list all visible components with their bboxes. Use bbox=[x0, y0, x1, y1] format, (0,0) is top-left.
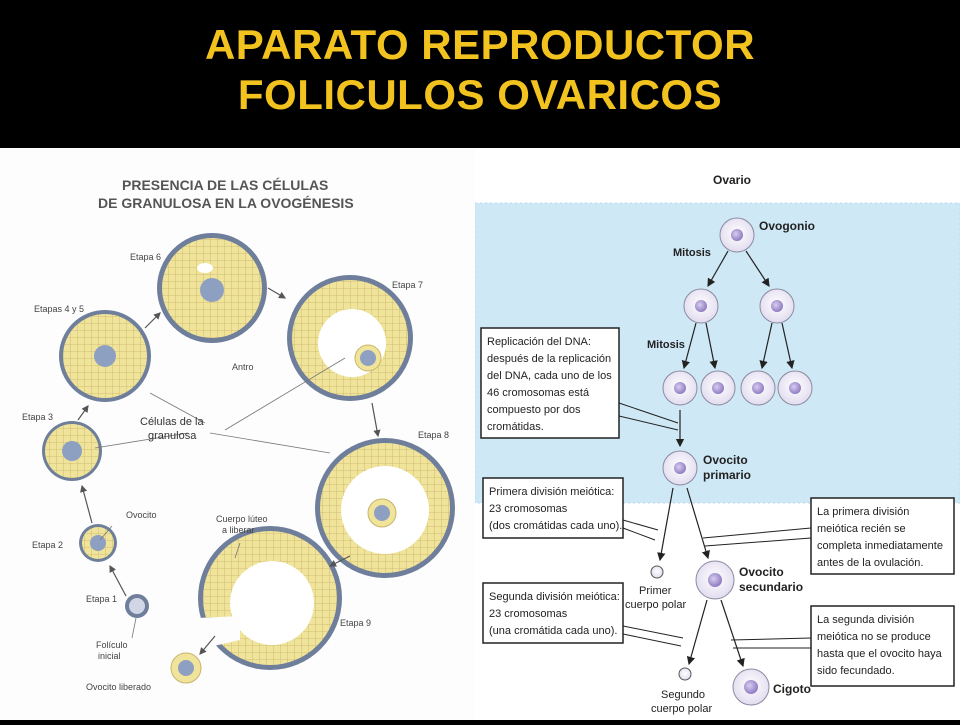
ovocito-primario-cell bbox=[662, 450, 698, 486]
stage-arrows bbox=[77, 287, 381, 655]
label-ovocito: Ovocito bbox=[126, 510, 157, 520]
released-oocyte bbox=[170, 652, 202, 684]
callout-segunda-no-line-4: sido fecundado. bbox=[817, 665, 895, 677]
follicle-stage-8 bbox=[315, 438, 455, 578]
callout-primera-line-3: (dos cromátidas cada uno). bbox=[489, 520, 622, 532]
label-ovocito-liberado: Ovocito liberado bbox=[86, 682, 151, 692]
follicle-stage-6 bbox=[157, 233, 267, 343]
callout-replicacion-line-4: 46 cromosomas está bbox=[487, 387, 590, 399]
label-celulas-line-1: Células de la bbox=[140, 416, 204, 428]
label-foliculo-line-1: Folículo bbox=[96, 640, 128, 650]
division-arrows bbox=[657, 250, 795, 668]
callout-segunda-line-1: Segunda división meiótica: bbox=[489, 591, 620, 603]
label-mitosis-2: Mitosis bbox=[647, 339, 685, 351]
label-primer-cuerpo-line-1: Primer bbox=[639, 585, 672, 597]
callout-segunda-no-line-2: meiótica no se produce bbox=[817, 631, 931, 643]
callout-primera-line-2: 23 cromosomas bbox=[489, 503, 568, 515]
follicle-stage-3 bbox=[42, 421, 102, 481]
ovogonio-cell bbox=[719, 217, 755, 253]
callout-primera-completa-line-1: La primera división bbox=[817, 506, 909, 518]
slide-title: APARATO REPRODUCTOR FOLICULOS OVARICOS bbox=[0, 20, 960, 120]
label-etapa-1: Etapa 1 bbox=[86, 594, 117, 604]
mitosis-cell bbox=[683, 288, 719, 324]
callout-replicacion-line-3: del DNA, cada uno de los bbox=[487, 370, 612, 382]
callout-segunda-line-3: (una cromátida cada uno). bbox=[489, 625, 617, 637]
granulosa-diagram: PRESENCIA DE LAS CÉLULAS DE GRANULOSA EN… bbox=[0, 148, 475, 720]
primer-cuerpo-polar-cell bbox=[650, 565, 664, 579]
callout-primera-completa-line-4: antes de la ovulación. bbox=[817, 557, 923, 569]
label-etapa-7: Etapa 7 bbox=[392, 280, 423, 290]
callout-replicacion-line-1: Replicación del DNA: bbox=[487, 336, 591, 348]
oogenesis-diagram: Ovario Ovogonio Mitosis Mitosis bbox=[474, 148, 960, 720]
label-segundo-cuerpo-line-1: Segundo bbox=[661, 689, 705, 701]
label-antro: Antro bbox=[232, 362, 254, 372]
ovary-background-texture bbox=[474, 202, 960, 504]
left-heading-line-2: DE GRANULOSA EN LA OVOGÉNESIS bbox=[98, 195, 354, 211]
label-ovocito-primario-line-1: Ovocito bbox=[703, 453, 748, 467]
callout-segunda-line-2: 23 cromosomas bbox=[489, 608, 568, 620]
mitosis-cell bbox=[662, 370, 698, 406]
label-ovocito-secundario-line-2: secundario bbox=[739, 580, 803, 594]
title-line-1: APARATO REPRODUCTOR bbox=[204, 21, 756, 68]
label-ovogonio: Ovogonio bbox=[759, 219, 815, 233]
callout-segunda-no-line-3: hasta que el ovocito haya bbox=[817, 648, 943, 660]
label-etapa-3: Etapa 3 bbox=[22, 412, 53, 422]
label-segundo-cuerpo-line-2: cuerpo polar bbox=[651, 703, 712, 715]
label-etapa-2: Etapa 2 bbox=[32, 540, 63, 550]
callout-primera-completa-line-2: meiótica recién se bbox=[817, 523, 906, 535]
label-mitosis-1: Mitosis bbox=[673, 247, 711, 259]
label-etapa-4-5: Etapas 4 y 5 bbox=[34, 304, 84, 314]
label-ovario: Ovario bbox=[713, 173, 751, 187]
follicle-stage-7 bbox=[287, 275, 413, 401]
cigoto-cell bbox=[732, 668, 770, 706]
label-etapa-8: Etapa 8 bbox=[418, 430, 449, 440]
label-ovocito-primario-line-2: primario bbox=[703, 468, 751, 482]
label-ovocito-secundario-line-1: Ovocito bbox=[739, 565, 784, 579]
label-cuerpo-luteo-line-1: Cuerpo lúteo bbox=[216, 514, 268, 524]
callout-primera-line-1: Primera división meiótica: bbox=[489, 486, 614, 498]
ovocito-secundario-cell bbox=[695, 560, 735, 600]
label-etapa-6: Etapa 6 bbox=[130, 252, 161, 262]
callout-primera-division: Primera división meiótica: 23 cromosomas… bbox=[482, 477, 659, 541]
mitosis-cell bbox=[759, 288, 795, 324]
title-line-2: FOLICULOS OVARICOS bbox=[237, 71, 723, 118]
oogenesis-diagram-svg: Ovario Ovogonio Mitosis Mitosis bbox=[474, 173, 960, 715]
label-primer-cuerpo-line-2: cuerpo polar bbox=[625, 599, 686, 611]
label-cigoto: Cigoto bbox=[773, 682, 811, 696]
mitosis-cell bbox=[700, 370, 736, 406]
callout-replicacion-line-6: cromátidas. bbox=[487, 421, 544, 433]
callout-primera-completa: La primera división meiótica recién se c… bbox=[702, 497, 955, 575]
callout-segunda-no: La segunda división meiótica no se produ… bbox=[730, 605, 955, 687]
label-etapa-9: Etapa 9 bbox=[340, 618, 371, 628]
callout-primera-completa-line-3: completa inmediatamente bbox=[817, 540, 943, 552]
callout-segunda-no-line-1: La segunda división bbox=[817, 614, 914, 626]
mitosis-cell bbox=[740, 370, 776, 406]
left-heading-line-1: PRESENCIA DE LAS CÉLULAS bbox=[122, 177, 328, 193]
label-cuerpo-luteo-line-2: a liberar bbox=[222, 525, 255, 535]
callout-replicacion-line-5: compuesto por dos bbox=[487, 404, 581, 416]
follicle-stage-1 bbox=[125, 594, 149, 618]
granulosa-diagram-svg: PRESENCIA DE LAS CÉLULAS DE GRANULOSA EN… bbox=[22, 177, 455, 692]
label-leader-lines bbox=[94, 357, 346, 639]
mitosis-cell bbox=[777, 370, 813, 406]
callout-replicacion: Replicación del DNA: después de la repli… bbox=[480, 327, 679, 439]
follicle-stage-2 bbox=[79, 524, 117, 562]
segundo-cuerpo-polar-cell bbox=[678, 667, 692, 681]
callout-segunda-division: Segunda división meiótica: 23 cromosomas… bbox=[482, 582, 684, 647]
follicle-stage-4-5 bbox=[59, 310, 151, 402]
label-celulas-line-2: granulosa bbox=[148, 430, 197, 442]
label-foliculo-line-2: inicial bbox=[98, 651, 121, 661]
callout-replicacion-line-2: después de la replicación bbox=[487, 353, 611, 365]
follicle-stage-9 bbox=[198, 526, 342, 670]
